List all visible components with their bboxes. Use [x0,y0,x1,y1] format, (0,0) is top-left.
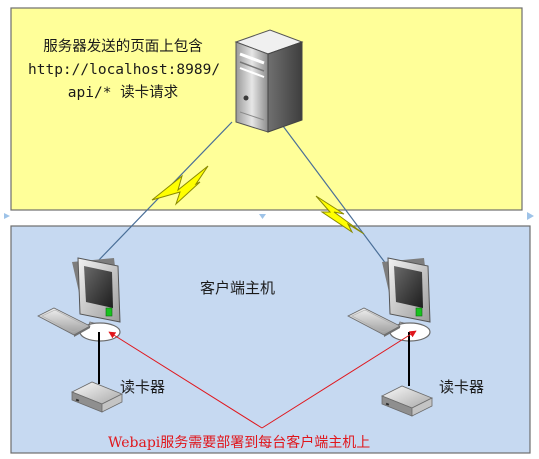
zone-marker-right [527,212,534,220]
lightning-icon [315,195,365,235]
server-icon [234,29,304,133]
network-link-right [279,121,393,273]
lightning-icon [151,165,209,206]
reader-label-right: 读卡器 [439,378,485,396]
server-caption-line: http://localhost:8989/ [28,62,221,78]
deployment-note: Webapi服务需要部署到每台客户端主机上 [108,435,371,451]
server-caption-line: api/* 读卡请求 [67,85,179,101]
deploy-arrow-right [261,330,417,429]
client-zone-title: 客户端主机 [200,279,276,297]
zone-marker-mid [259,214,266,219]
zone-marker-left [4,213,10,219]
server-caption: 服务器发送的页面上包含 http://localhost:8989/ api/*… [28,36,221,105]
reader-label-left: 读卡器 [120,378,166,396]
server-caption-line: 服务器发送的页面上包含 [43,39,203,55]
deploy-arrow-left [108,331,263,429]
